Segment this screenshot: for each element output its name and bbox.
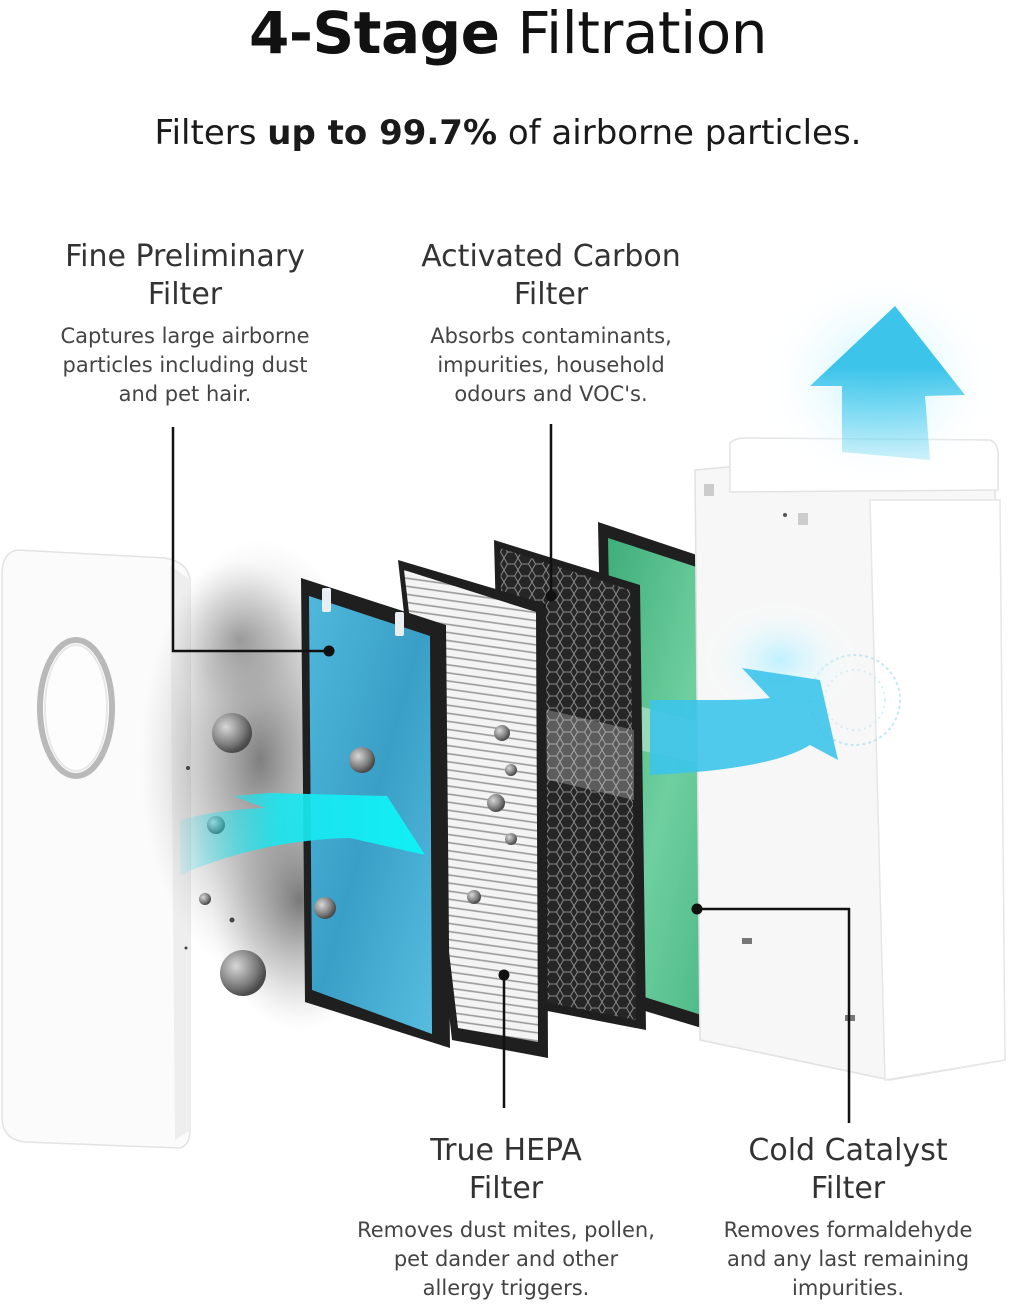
desc-line: and any last remaining	[726, 1247, 970, 1271]
cold-catalyst-description: Removes formaldehyde and any last remain…	[696, 1216, 1000, 1303]
airflow-outflow-arrow	[810, 306, 965, 460]
desc-line: Removes dust mites, pollen,	[357, 1218, 655, 1242]
true-hepa-description: Removes dust mites, pollen, pet dander a…	[336, 1216, 676, 1303]
desc-line: Captures large airborne	[60, 324, 310, 348]
desc-line: odours and VOC's.	[454, 382, 648, 406]
cold-catalyst-label: Cold Catalyst Filter Removes formaldehyd…	[696, 1132, 1000, 1303]
leader-dot-cold-catalyst	[691, 903, 703, 915]
leader-dot-true-hepa	[498, 969, 510, 981]
subtitle-post: of airborne particles.	[497, 113, 862, 153]
title-light: Filtration	[517, 0, 767, 67]
fine-preliminary-heading-2: Filter	[147, 277, 223, 312]
true-hepa-heading-1: True HEPA	[430, 1133, 582, 1168]
cold-catalyst-filter	[598, 522, 742, 1040]
front-cover-panel	[1, 549, 191, 1149]
leader-line-cold-catalyst	[697, 907, 851, 1123]
activated-carbon-label: Activated Carbon Filter Absorbs contamin…	[392, 238, 710, 409]
subtitle-pre: Filters	[154, 113, 268, 153]
activated-carbon-heading-2: Filter	[513, 277, 589, 312]
airflow-inflow-arrow	[180, 793, 425, 875]
leader-line-fine-preliminary	[171, 427, 329, 653]
airflow-fan-arrow	[650, 668, 838, 775]
desc-line: impurities.	[791, 1276, 904, 1300]
activated-carbon-heading-1: Activated Carbon	[421, 239, 681, 274]
leader-dot-activated-carbon	[545, 590, 557, 602]
fine-preliminary-heading-1: Fine Preliminary	[65, 239, 305, 274]
cold-catalyst-heading-2: Filter	[810, 1171, 886, 1206]
true-hepa-heading-2: Filter	[468, 1171, 544, 1206]
leader-lines	[171, 424, 851, 1123]
activated-carbon-description: Absorbs contaminants, impurities, househ…	[392, 322, 710, 409]
subtitle-highlight: up to 99.7%	[267, 113, 498, 153]
fine-preliminary-label: Fine Preliminary Filter Captures large a…	[30, 238, 340, 409]
desc-line: and pet hair.	[118, 382, 252, 406]
desc-line: impurities, household	[437, 353, 665, 377]
true-hepa-label: True HEPA Filter Removes dust mites, pol…	[336, 1132, 676, 1303]
desc-line: particles including dust	[62, 353, 308, 377]
fine-preliminary-description: Captures large airborne particles includ…	[30, 322, 340, 409]
cold-catalyst-heading-1: Cold Catalyst	[748, 1133, 948, 1168]
page-subtitle: Filters up to 99.7% of airborne particle…	[0, 110, 1016, 156]
activated-carbon-filter	[494, 540, 646, 1030]
purifier-body	[694, 437, 1006, 1081]
dust-cloud	[140, 540, 390, 1030]
true-hepa-filter	[398, 560, 548, 1058]
leader-dots	[323, 590, 703, 981]
desc-line: allergy triggers.	[422, 1276, 590, 1300]
fine-preliminary-filter	[301, 578, 450, 1048]
outflow-glow	[760, 270, 1000, 490]
desc-line: Removes formaldehyde	[723, 1218, 973, 1242]
desc-line: pet dander and other	[393, 1247, 619, 1271]
leader-dot-fine-preliminary	[323, 645, 335, 657]
title-bold: 4-Stage	[249, 0, 500, 67]
page-title: 4-Stage Filtration	[0, 0, 1016, 66]
desc-line: Absorbs contaminants,	[430, 324, 672, 348]
